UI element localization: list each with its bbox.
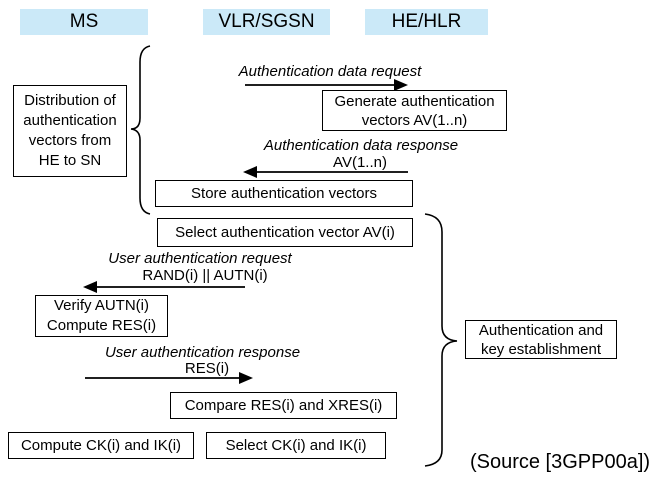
distribution-line: authentication xyxy=(23,112,117,129)
auth-key-establishment-box: Authentication and key establishment xyxy=(465,320,617,359)
verify-line: Compute RES(i) xyxy=(46,317,157,334)
distribution-line: Distribution of xyxy=(24,92,116,109)
compute-ck-ik-label: Compute CK(i) and IK(i) xyxy=(20,437,182,454)
user-auth-response-param: RES(i) xyxy=(184,360,230,377)
user-auth-response-label: User authentication response xyxy=(104,344,301,361)
compare-res-box: Compare RES(i) and XRES(i) xyxy=(170,392,397,419)
actor-ms: MS xyxy=(20,9,148,35)
auth-data-response-label: Authentication data response xyxy=(263,137,459,154)
actor-he-hlr: HE/HLR xyxy=(365,9,488,35)
compare-res-label: Compare RES(i) and XRES(i) xyxy=(184,397,383,414)
store-vectors-label: Store authentication vectors xyxy=(191,185,377,202)
distribution-line: HE to SN xyxy=(38,152,102,169)
right-brace-icon xyxy=(424,213,458,467)
auth-data-response-arrowhead-icon xyxy=(243,166,257,178)
compute-ck-ik-box: Compute CK(i) and IK(i) xyxy=(8,432,194,459)
select-vector-box: Select authentication vector AV(i) xyxy=(157,218,413,247)
verify-line: Verify AUTN(i) xyxy=(53,297,149,314)
actor-vlr-sgsn: VLR/SGSN xyxy=(203,9,330,35)
store-vectors-box: Store authentication vectors xyxy=(155,180,413,207)
actor-he-hlr-label: HE/HLR xyxy=(391,11,462,32)
distribution-line: vectors from xyxy=(28,132,112,149)
select-vector-label: Select authentication vector AV(i) xyxy=(175,224,395,241)
auth-key-line: key establishment xyxy=(480,340,602,358)
user-auth-request-arrowhead-icon xyxy=(83,281,97,293)
verify-autn-box: Verify AUTN(i) Compute RES(i) xyxy=(35,295,168,337)
user-auth-request-label: User authentication request xyxy=(108,250,292,267)
auth-data-request-label: Authentication data request xyxy=(238,63,422,80)
generate-vectors-box: Generate authentication vectors AV(1..n) xyxy=(322,90,507,131)
actor-ms-label: MS xyxy=(69,11,99,32)
select-ck-ik-box: Select CK(i) and IK(i) xyxy=(206,432,386,459)
select-ck-ik-label: Select CK(i) and IK(i) xyxy=(225,437,367,454)
source-citation: (Source [3GPP00a]) xyxy=(469,451,651,473)
auth-data-response-param: AV(1..n) xyxy=(333,154,387,171)
generate-line: vectors AV(1..n) xyxy=(361,111,468,129)
auth-key-line: Authentication and xyxy=(478,321,604,339)
left-brace-icon xyxy=(130,45,151,215)
user-auth-request-param: RAND(i) || AUTN(i) xyxy=(142,267,268,284)
generate-line: Generate authentication xyxy=(334,92,495,110)
actor-vlr-sgsn-label: VLR/SGSN xyxy=(218,11,315,32)
distribution-phase-box: Distribution of authentication vectors f… xyxy=(13,85,127,177)
